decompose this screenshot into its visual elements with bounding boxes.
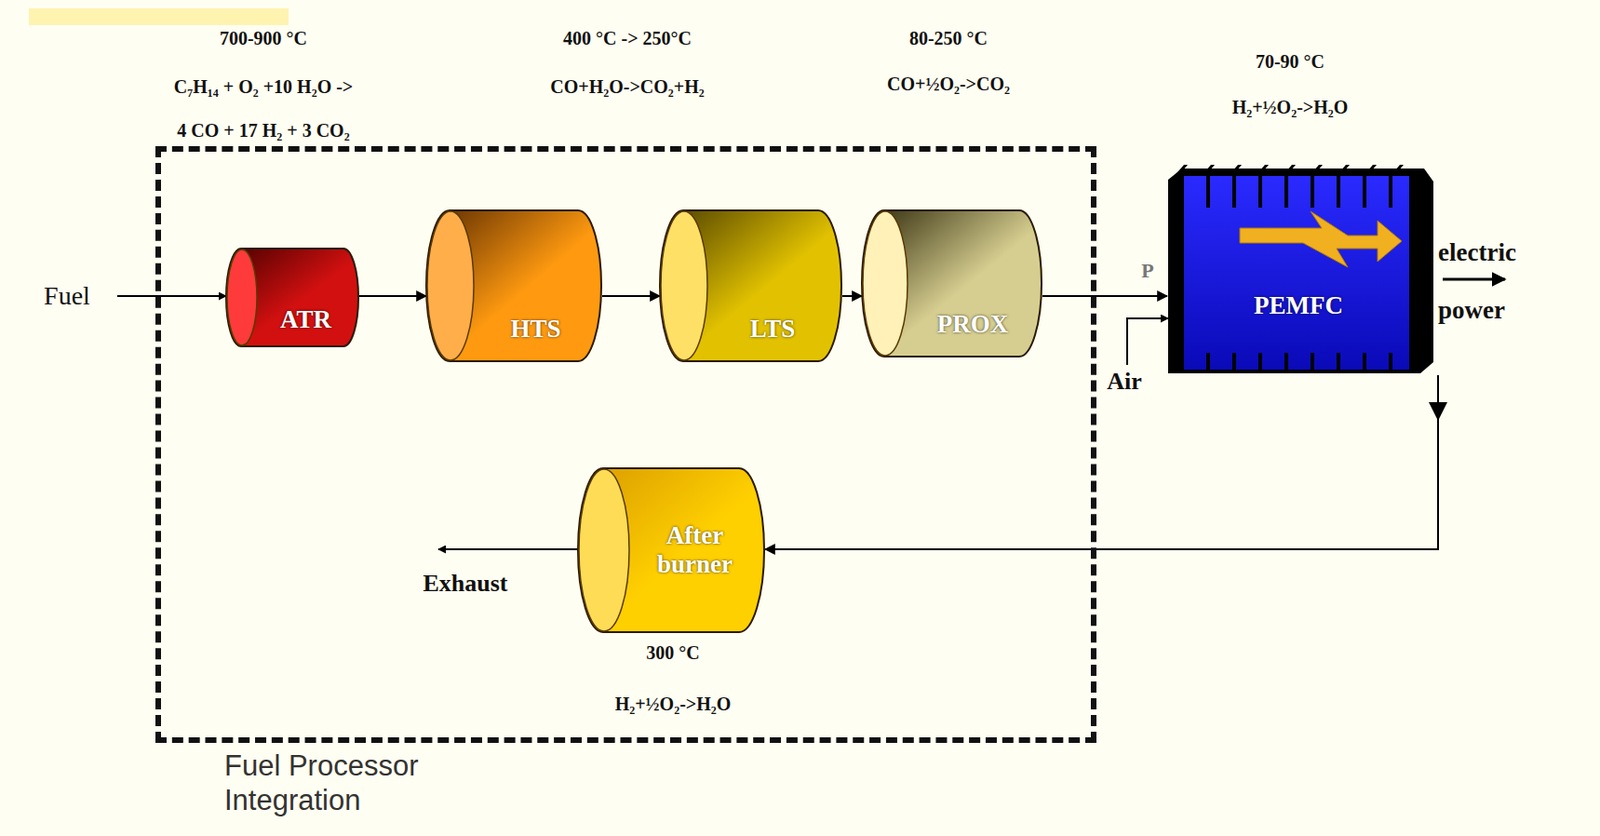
output-label: electric power xyxy=(1438,223,1546,339)
input-label: Fuel xyxy=(43,281,91,311)
process-annotation: H₂+½O₂->H₂O xyxy=(1232,96,1349,119)
unit-label: ATR xyxy=(280,305,332,335)
reactor-cylinder: LTS xyxy=(659,209,843,363)
fuel-arrow xyxy=(117,295,227,297)
group-heading: Fuel Processor Integration xyxy=(224,748,467,818)
power-arrow xyxy=(1442,278,1506,282)
burner-cylinder: After burner xyxy=(578,467,766,633)
unit-label: HTS xyxy=(510,314,561,344)
flow-connector xyxy=(1042,295,1168,297)
shape-outline xyxy=(1154,162,1443,376)
unit-label: LTS xyxy=(750,314,796,344)
process-annotation: 70-90 °C xyxy=(1255,51,1325,73)
highlight-bar xyxy=(28,8,289,26)
fuel-cell-stack: PEMFC xyxy=(1154,162,1443,376)
process-annotation: 400 °C -> 250°C xyxy=(563,27,692,50)
flow-connector xyxy=(842,295,862,297)
flow-connector xyxy=(359,295,427,297)
process-annotation: CO+½O₂->CO₂ xyxy=(887,73,1010,95)
fuel-processor-boundary: Fuel Processor IntegrationATRHTSLTSPROXA… xyxy=(155,146,1097,743)
process-annotation: CO+H₂O->CO₂+H₂ xyxy=(550,76,705,98)
flow-connector xyxy=(602,295,660,297)
process-annotation: C₇H₁₄ + O₂ +10 H₂O -> xyxy=(174,76,354,98)
unit-label: PROX xyxy=(937,309,1009,339)
port-label: P xyxy=(1141,258,1154,283)
unit-label: After burner xyxy=(639,521,752,579)
process-annotation: 700-900 °C xyxy=(219,27,308,50)
process-annotation: 300 °C xyxy=(645,642,700,664)
input-label: Air xyxy=(1106,367,1143,396)
output-label: Exhaust xyxy=(422,569,508,598)
exhaust-arrow xyxy=(438,548,582,551)
process-annotation: 80-250 °C xyxy=(909,27,988,50)
reactor-cylinder: HTS xyxy=(426,209,603,363)
air-arrow xyxy=(1127,318,1169,365)
unit-label: PEMFC xyxy=(1253,291,1344,321)
flow-connector xyxy=(765,375,1439,550)
process-annotation: 4 CO + 17 H₂ + 3 CO₂ xyxy=(176,120,350,142)
reactor-cylinder: ATR xyxy=(226,247,360,348)
process-annotation: H₂+½O₂->H₂O xyxy=(615,693,732,715)
reactor-cylinder: PROX xyxy=(861,209,1043,358)
